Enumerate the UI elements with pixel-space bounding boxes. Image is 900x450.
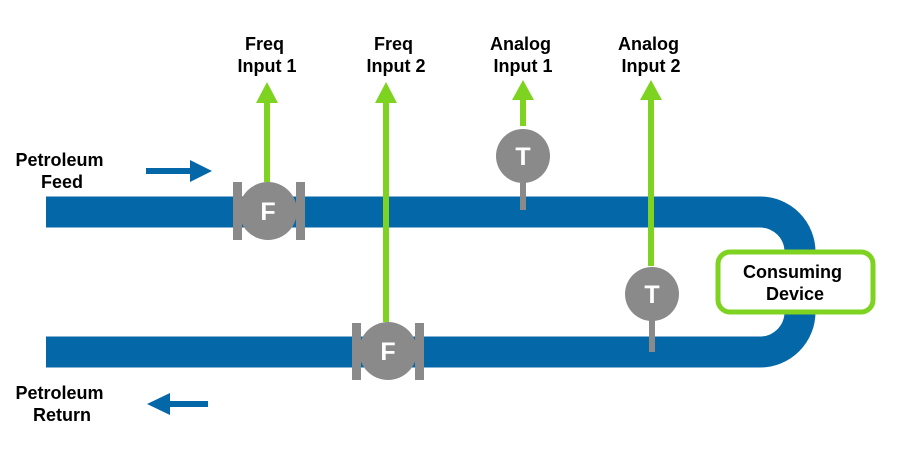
sensor-stem — [520, 180, 526, 210]
feed-label-line2: Feed — [41, 172, 83, 192]
signal-arrow-analog-2 — [640, 80, 662, 266]
sensor-symbol: T — [515, 143, 530, 171]
flow-meter-2: F — [352, 322, 424, 380]
temperature-sensor-1: T — [496, 129, 550, 210]
flow-meter-symbol: F — [380, 338, 395, 366]
device-label: Consuming Device — [743, 262, 847, 304]
consuming-device: Consuming Device — [715, 249, 876, 315]
flow-meter-body — [239, 182, 297, 240]
sensor-body — [625, 267, 679, 321]
flange-right — [296, 182, 305, 240]
feed-label: Petroleum Feed — [15, 150, 108, 192]
flow-meter-1: F — [233, 182, 305, 240]
input-label-freq-2: Freq Input 2 — [367, 34, 426, 76]
return-label: Petroleum Return — [15, 383, 108, 425]
signal-arrow-freq-2 — [375, 82, 397, 322]
return-arrow — [147, 393, 208, 415]
flow-meter-body — [359, 322, 417, 380]
input-label-analog-1: Analog Input 1 — [490, 34, 556, 76]
signal-arrow-analog-1 — [512, 80, 534, 126]
flange-right — [415, 323, 424, 380]
sensor-body — [496, 129, 550, 183]
return-label-line1: Petroleum — [15, 383, 103, 403]
device-box — [715, 249, 876, 315]
input-label-analog-2: Analog Input 2 — [618, 34, 684, 76]
flow-meter-symbol: F — [260, 198, 275, 226]
signal-arrow-freq-1 — [256, 82, 278, 182]
flange-left — [233, 182, 242, 240]
return-label-line2: Return — [33, 405, 91, 425]
sensor-symbol: T — [644, 281, 659, 309]
input-label-freq-1: Freq Input 1 — [238, 34, 297, 76]
feed-label-line1: Petroleum — [15, 150, 103, 170]
temperature-sensor-2: T — [625, 267, 679, 352]
sensor-stem — [649, 318, 655, 352]
feed-arrow — [146, 160, 212, 182]
flange-left — [352, 323, 361, 380]
